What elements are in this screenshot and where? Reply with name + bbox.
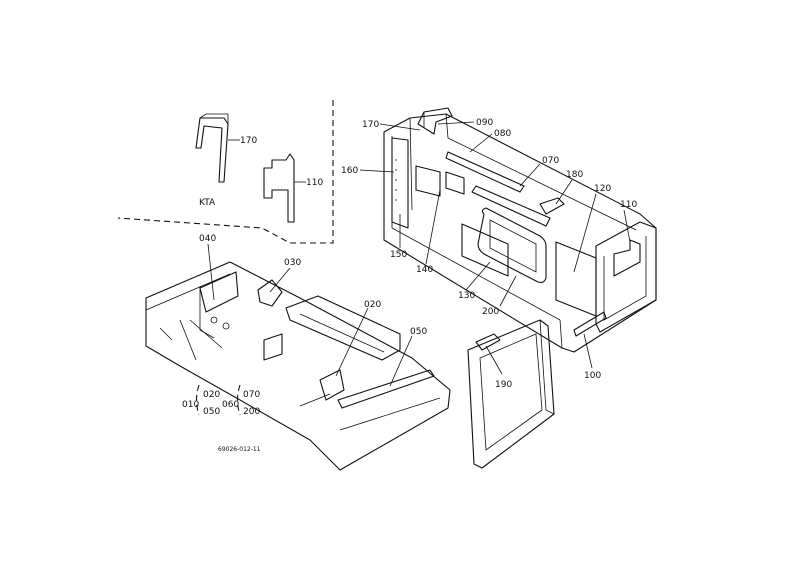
chassis [145,261,451,471]
panel-pad-140 [415,165,441,197]
callout-030: 030 [284,258,301,268]
chassis-block-030 [257,279,283,307]
chassis-strip-050 [337,369,435,409]
panel-block-180 [539,197,565,215]
callout-090: 090 [476,118,493,128]
callout-050: 050 [410,327,427,337]
legend-050: 050 [203,407,220,417]
panel-strip-070 [471,185,551,227]
callout-070: 070 [542,156,559,166]
door-latch-190 [475,333,501,351]
legend-060: 060 [222,400,239,410]
callout-200: 200 [482,307,499,317]
callout-190: 190 [495,380,512,390]
callout-130: 130 [458,291,475,301]
inset-part-110-shape [263,153,295,223]
panel-pad-150 [391,137,409,229]
callouts: 170 090 080 070 160 180 120 110 150 140 … [199,118,637,390]
chassis-bracket-020 [319,369,345,401]
chassis-upright-040 [199,271,239,313]
assembly-legend: 010 020 050 060 070 200 69026-012-11 [182,384,261,453]
panel-plate-130 [461,223,509,277]
door-panel [467,319,555,469]
panel-back-wall [383,113,657,353]
panel-trim-100 [573,311,607,337]
legend-200: 200 [243,407,260,417]
inset-label-110: 110 [306,178,323,188]
inset-group: 170 110 KTA [117,100,334,244]
legend-020: 020 [203,390,220,400]
callout-040: 040 [199,234,216,244]
callout-140: 140 [416,265,433,275]
legend-070: 070 [243,390,260,400]
panel-assembly [383,107,657,353]
callout-120: 120 [594,184,611,194]
callout-020: 020 [364,300,381,310]
inset-caption: KTA [199,198,216,208]
callout-150: 150 [390,250,407,260]
panel-plate-120 [555,241,597,317]
callout-160: 160 [341,166,358,176]
callout-110: 110 [620,200,637,210]
callout-180: 180 [566,170,583,180]
inset-label-170: 170 [240,136,257,146]
chassis-main-rail [145,261,451,471]
callout-100: 100 [584,371,601,381]
callout-080: 080 [494,129,511,139]
callout-170: 170 [362,120,379,130]
panel-frame-130 [477,207,547,284]
drawing-number: 69026-012-11 [218,446,261,453]
panel-strip-080 [445,151,525,193]
inset-border [117,100,334,244]
legend-010: 010 [182,400,199,410]
chassis-seat-deck [285,295,401,361]
inset-part-170-shape [195,117,229,183]
